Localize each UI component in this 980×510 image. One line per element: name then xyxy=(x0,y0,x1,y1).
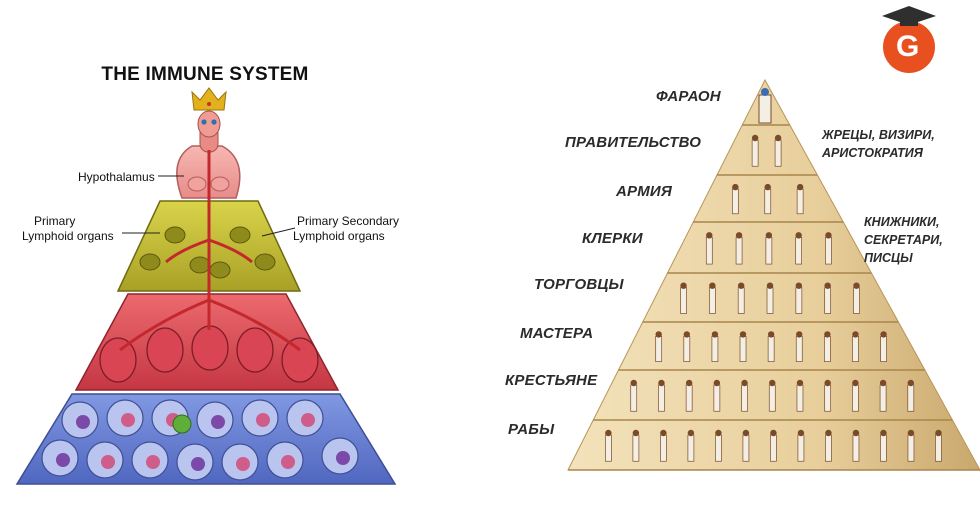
label-primary-line1: Primary xyxy=(34,214,76,228)
egyptian-figure xyxy=(680,287,687,314)
note-clerks-line3: ПИСЦЫ xyxy=(864,251,913,265)
egyptian-figure xyxy=(824,287,832,314)
tier-label-clerks: КЛЕРКИ xyxy=(582,230,643,247)
tier-lymph-nodes xyxy=(74,293,340,391)
tier-label-merchants: ТОРГОВЦЫ xyxy=(534,276,624,293)
egyptian-figure xyxy=(632,434,640,462)
egyptian-figure xyxy=(605,434,612,462)
egyptian-figure xyxy=(796,384,804,412)
egyptian-figure xyxy=(825,236,832,265)
lymph-node xyxy=(281,337,319,383)
egyptian-figure xyxy=(853,287,860,314)
egyptian-figure xyxy=(797,434,805,462)
egyptian-figure xyxy=(795,287,803,314)
tier-label-pharaoh: ФАРАОН xyxy=(656,88,721,105)
egyptian-figure xyxy=(751,139,759,167)
egyptian-figure xyxy=(796,188,804,215)
label-primary-secondary-line1: Primary Secondary xyxy=(297,214,400,228)
organ-blob xyxy=(189,256,211,274)
egyptian-figure xyxy=(766,287,774,314)
label-leaders xyxy=(122,175,296,237)
egyptian-figure xyxy=(765,236,773,265)
egyptian-figure xyxy=(768,384,776,412)
egyptian-figure xyxy=(709,287,716,314)
label-primary-line2: Lymphoid organs xyxy=(22,229,114,243)
egyptian-figure xyxy=(880,336,887,362)
egyptian-figure xyxy=(852,336,859,362)
note-government-line1: ЖРЕЦЫ, ВИЗИРИ, xyxy=(822,128,935,142)
crown-icon xyxy=(191,87,227,111)
lymph-node xyxy=(236,327,274,373)
egyptian-figure xyxy=(767,336,775,362)
blood-vessels xyxy=(119,150,301,352)
egyptian-figure xyxy=(713,384,721,412)
egyptian-figure xyxy=(742,434,750,462)
logo xyxy=(882,6,936,73)
egyptian-figure xyxy=(795,236,803,265)
egyptian-figure xyxy=(824,384,832,412)
egyptian-figure xyxy=(705,236,713,265)
egyptian-figure xyxy=(731,188,739,215)
organ-blob xyxy=(229,226,251,244)
egyptian-figure xyxy=(770,434,777,462)
egyptian-figure xyxy=(764,188,772,215)
tier-label-craftsmen: МАСТЕРА xyxy=(520,325,594,342)
egyptian-figure xyxy=(739,336,747,362)
lymph-node xyxy=(146,327,184,373)
organ-blob xyxy=(139,253,161,271)
tier-label-slaves: РАБЫ xyxy=(508,421,555,438)
egyptian-figure xyxy=(630,384,638,412)
egyptian-figure xyxy=(711,336,719,362)
pharaoh-figure xyxy=(758,94,772,124)
egyptian-figure xyxy=(880,434,887,462)
egyptian-figure xyxy=(907,384,915,412)
tier-label-peasants: КРЕСТЬЯНЕ xyxy=(505,372,598,389)
tier-label-government: ПРАВИТЕЛЬСТВО xyxy=(565,134,702,151)
egyptian-figure xyxy=(852,434,860,462)
label-hypothalamus: Hypothalamus xyxy=(78,170,155,184)
egypt-pyramid xyxy=(567,78,980,471)
note-clerks-line1: КНИЖНИКИ, xyxy=(864,215,940,229)
tier-cells xyxy=(15,393,397,485)
egyptian-figure xyxy=(685,384,693,412)
egyptian-figure xyxy=(774,139,782,167)
egyptian-figure xyxy=(907,434,915,462)
egyptian-figure xyxy=(935,434,942,462)
egyptian-figure xyxy=(687,434,695,462)
organ-blob xyxy=(254,253,276,271)
egyptian-figure xyxy=(660,434,667,462)
tier-label-army: АРМИЯ xyxy=(616,183,673,200)
egyptian-figure xyxy=(658,384,665,412)
figure-head xyxy=(197,110,221,153)
egyptian-figure xyxy=(715,434,722,462)
lymph-node xyxy=(191,325,229,371)
egyptian-figure xyxy=(824,336,831,362)
egyptian-figure xyxy=(655,336,663,362)
lymph-node xyxy=(99,337,137,383)
virus-icon xyxy=(172,414,192,434)
note-government-line2: АРИСТОКРАТИЯ xyxy=(822,146,923,160)
organ-blob xyxy=(209,261,231,279)
note-clerks-line2: СЕКРЕТАРИ, xyxy=(864,233,943,247)
egyptian-figure xyxy=(825,434,832,462)
egyptian-figure xyxy=(737,287,745,314)
label-primary-secondary-line2: Lymphoid organs xyxy=(293,229,385,243)
egyptian-figure xyxy=(683,336,691,362)
egyptian-figure xyxy=(741,384,748,412)
egyptian-figure xyxy=(852,384,859,412)
immune-system-title: THE IMMUNE SYSTEM xyxy=(101,64,309,85)
organ-blob xyxy=(164,226,186,244)
egyptian-figure xyxy=(879,384,887,412)
egyptian-figure xyxy=(735,236,743,265)
egyptian-figure xyxy=(795,336,803,362)
logo-letter: G xyxy=(896,30,920,63)
